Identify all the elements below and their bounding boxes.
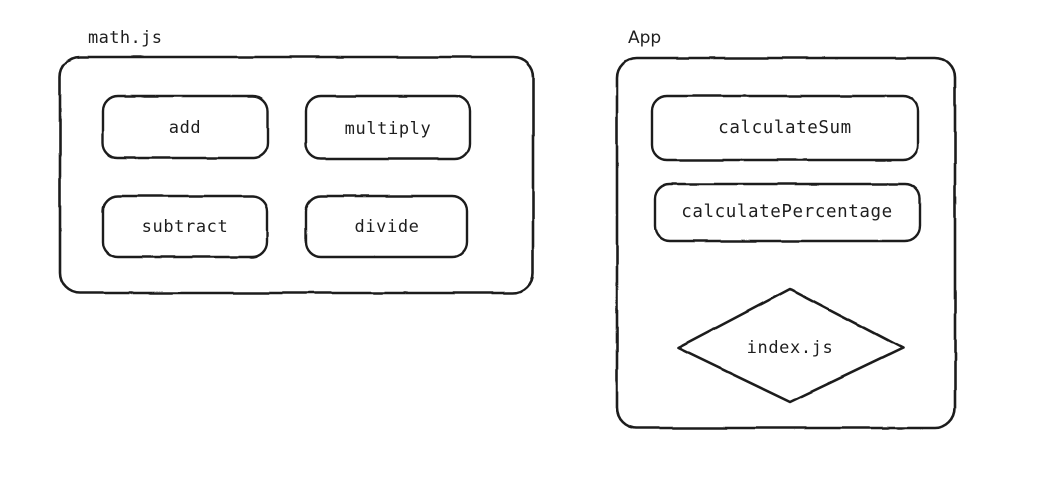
node-divide[interactable] [304, 194, 469, 259]
node-multiply[interactable] [304, 94, 472, 161]
node-calculate-sum[interactable] [650, 94, 920, 162]
cluster-app[interactable] [615, 56, 957, 430]
node-divide-border [304, 194, 469, 259]
node-subtract[interactable] [101, 194, 269, 259]
node-multiply-border [304, 94, 472, 161]
node-calculate-percentage-border [653, 182, 922, 243]
node-calculate-percentage[interactable] [653, 182, 922, 243]
cluster-math-js[interactable] [58, 55, 535, 295]
node-subtract-border [101, 194, 269, 259]
node-calculate-sum-border [650, 94, 920, 162]
node-add-border [101, 94, 270, 160]
node-index-js-border [676, 287, 905, 404]
node-index-js[interactable] [676, 287, 905, 404]
node-add[interactable] [101, 94, 270, 160]
